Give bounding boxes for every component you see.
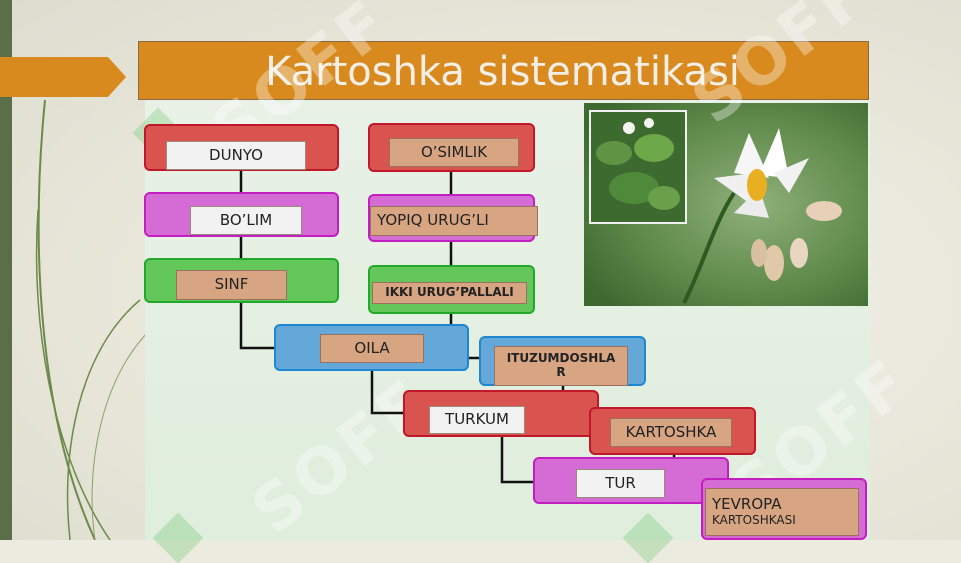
potato-photo — [584, 103, 868, 306]
slide-title: Kartoshka sistematikasi — [265, 49, 740, 95]
label-ikki: IKKI URUG’PALLALI — [372, 282, 527, 304]
label-yevropa: YEVROPA KARTOSHKASI — [705, 488, 859, 536]
label-bolim: BO’LIM — [190, 206, 302, 235]
label-yevropa-line2: KARTOSHKASI — [712, 512, 796, 527]
title-banner — [138, 41, 869, 100]
label-yopiq: YOPIQ URUG’LI — [370, 206, 538, 236]
label-turkum: TURKUM — [429, 406, 525, 434]
arrow-icon — [0, 57, 126, 97]
label-kartoshka: KARTOSHKA — [610, 418, 732, 447]
label-tur: TUR — [576, 469, 665, 498]
left-accent-bar — [0, 0, 12, 540]
decorative-curves — [35, 99, 151, 540]
label-yevropa-line1: YEVROPA — [712, 495, 782, 514]
label-oila: OILA — [320, 334, 424, 363]
label-dunyo: DUNYO — [166, 141, 306, 170]
label-ituzum: ITUZUMDOSHLAR — [494, 346, 628, 386]
label-osimlik: O’SIMLIK — [389, 138, 519, 167]
label-sinf: SINF — [176, 270, 287, 300]
